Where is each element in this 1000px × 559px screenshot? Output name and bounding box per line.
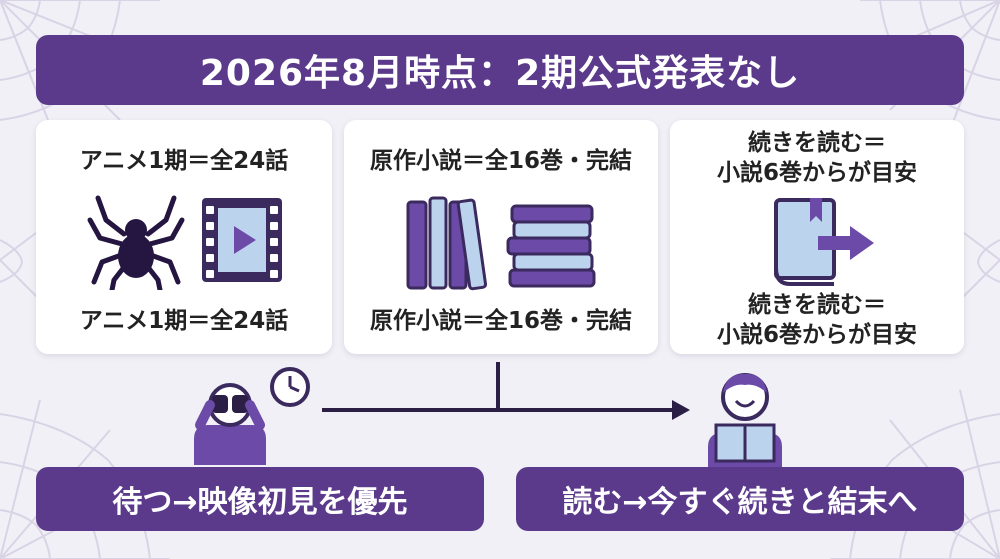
card-continue-top-line2: 小説6巻からが目安 [716,160,917,186]
person-reading-icon [708,373,782,467]
card-novel: 原作小説＝全16巻・完結 原作小説＝全16巻・完結 [344,120,658,354]
card-anime: アニメ1期＝全24話 アニメ1 [36,120,332,354]
card-continue-bottom-line1: 続きを読む＝ [748,292,886,318]
wait-option-banner: 待つ→映像初見を優先 [36,467,484,531]
book-arrow-icon [774,198,874,286]
title-banner: 2026年8月時点：2期公式発表なし [36,35,964,105]
read-option-text: 読む→今すぐ続きと結末へ [562,485,918,520]
spider-icon [87,195,185,290]
person-binoculars-icon [194,367,310,465]
card-continue-top-line1: 続きを読む＝ [748,130,886,156]
card-novel-top-text: 原作小説＝全16巻・完結 [369,148,632,174]
card-continue-bottom-line2: 小説6巻からが目安 [716,322,917,348]
card-continue-bottom-text: 続きを読む＝ 小説6巻からが目安 [670,290,964,350]
film-strip-icon [202,198,282,282]
card-continue-top-text: 続きを読む＝ 小説6巻からが目安 [670,128,964,188]
card-anime-bottom-text: アニメ1期＝全24話 [79,308,289,334]
wait-option-text: 待つ→映像初見を優先 [112,485,408,520]
card-anime-top-text: アニメ1期＝全24話 [79,148,289,174]
card-continue: 続きを読む＝ 小説6巻からが目安 続きを読む＝ 小説6巻からが目安 [670,120,964,354]
books-icon [406,196,596,291]
title-text: 2026年8月時点：2期公式発表なし [199,53,801,94]
card-novel-bottom-text: 原作小説＝全16巻・完結 [369,308,632,334]
read-option-banner: 読む→今すぐ続きと結末へ [516,467,964,531]
